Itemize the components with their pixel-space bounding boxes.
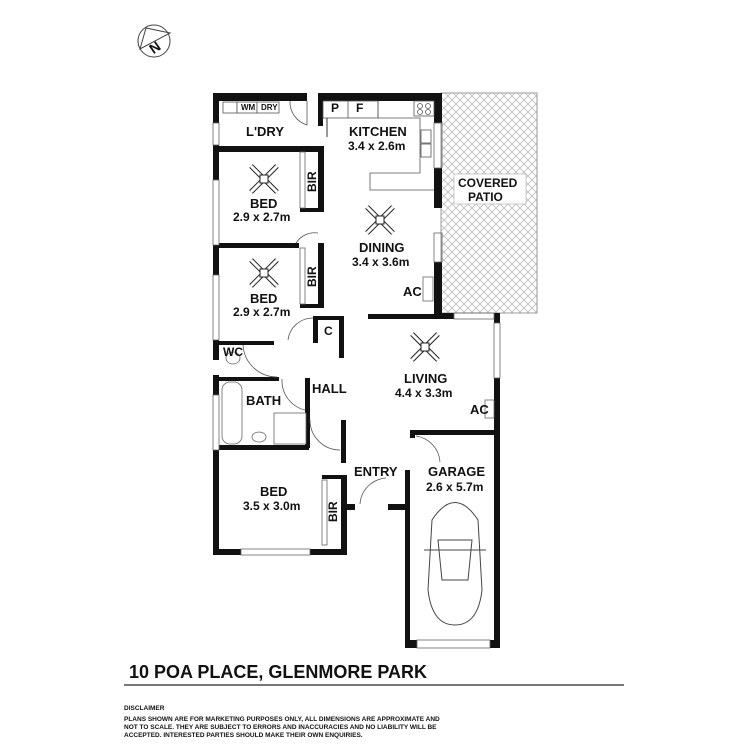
room-label-bed-1: BED [250,196,277,211]
disclaimer-text: PLANS SHOWN ARE FOR MARKETING PURPOSES O… [124,716,440,739]
room-label-patio-line2: PATIO [468,190,503,204]
room-label-cupboard: C [324,324,333,338]
divider [124,684,624,686]
room-label-entry: ENTRY [354,464,398,479]
room-dims-bed-3: 3.5 x 3.0m [243,499,300,513]
room-label-bed-3: BED [260,484,287,499]
room-dims-garage: 2.6 x 5.7m [426,480,483,494]
room-dims-dining: 3.4 x 3.6m [352,255,409,269]
ceiling-fan-icon [412,334,438,360]
robe-label: BIR [326,501,340,522]
room-label-dining: DINING [359,240,405,255]
robe-door [299,151,306,209]
ceiling-fan-icon [367,207,393,233]
room-label-patio-line1: COVERED [458,176,518,190]
room-label-bed-2: BED [250,291,277,306]
walls [213,93,500,648]
fridge-label: F [356,101,363,115]
ac-unit-icon [422,276,434,302]
room-label-garage: GARAGE [428,464,485,479]
robe-door [321,479,328,546]
room-label-kitchen: KITCHEN [349,124,407,139]
laundry-door [289,100,308,126]
robe-door [299,247,306,305]
patio-label-box [453,173,527,205]
robe-label: BIR [305,171,319,192]
property-address: 10 POA PLACE, GLENMORE PARK [129,662,428,682]
wm-label: WM [241,103,256,112]
doors [242,232,441,505]
ac-label: AC [403,284,422,299]
ac-label: AC [470,402,489,417]
ceiling-fan-icon [251,260,277,286]
room-dims-kitchen: 3.4 x 2.6m [348,139,405,153]
bath-fixtures [221,351,307,445]
car-icon [424,502,486,626]
pantry-label: P [331,101,339,115]
room-label-laundry: L'DRY [246,124,284,139]
north-compass-icon: N [137,24,172,58]
room-dims-bed-1: 2.9 x 2.7m [233,210,290,224]
room-label-living: LIVING [404,371,447,386]
ceiling-fan-icon [251,166,277,192]
room-dims-bed-2: 2.9 x 2.7m [233,305,290,319]
room-label-hall: HALL [312,381,347,396]
ac-unit-icon [484,399,495,419]
dry-label: DRY [261,103,278,112]
kitchen-bench [322,100,435,191]
robe-label: BIR [305,266,319,287]
disclaimer-heading: DISCLAIMER [124,705,165,712]
room-label-bath: BATH [246,393,281,408]
room-label-wc: WC [223,345,243,359]
laundry-fixtures: WM DRY [222,101,280,114]
compass-label: N [146,38,163,57]
tub-icon [222,101,238,114]
room-dims-living: 4.4 x 3.3m [395,386,452,400]
windows [212,122,501,649]
